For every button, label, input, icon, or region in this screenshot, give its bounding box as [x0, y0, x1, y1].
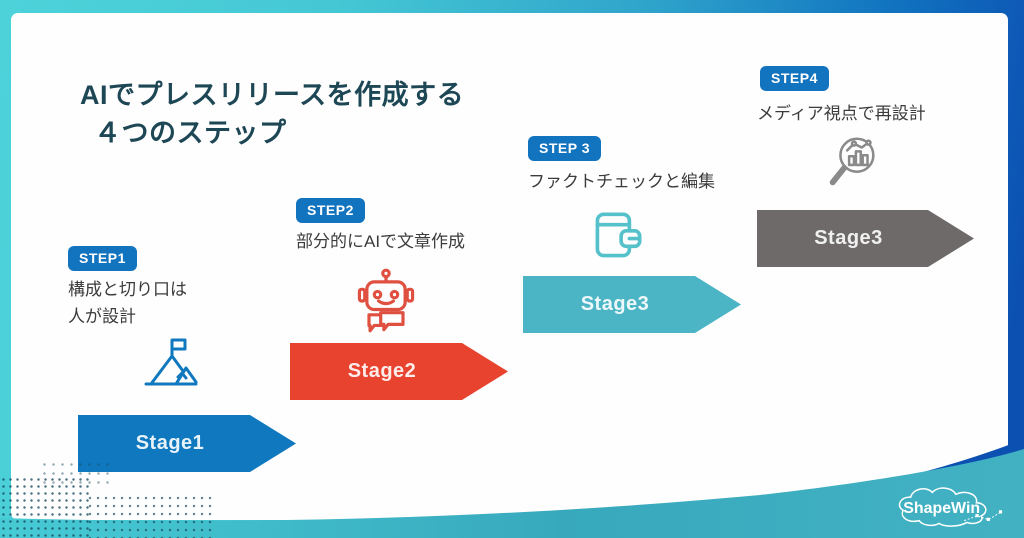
stage1-arrow: Stage1: [78, 415, 296, 472]
logo-text: ShapeWin: [903, 500, 980, 517]
dot-pattern-bottom-left: [0, 476, 92, 538]
page-title: AIでプレスリリースを作成する ４つのステップ: [80, 76, 464, 152]
step2-description-line1: 部分的にAIで文章作成: [296, 232, 466, 251]
step4-description-line1: メディア視点で再設計: [757, 104, 926, 123]
dot-pattern-bottom-left-2: [86, 494, 214, 538]
step3-description: ファクトチェックと編集: [528, 168, 715, 195]
stage4-arrow: Stage3: [757, 210, 974, 267]
step2-badge: STEP2: [296, 198, 365, 223]
dot-pattern-bottom-left-3: [40, 460, 110, 486]
magnifier-chart-icon: [822, 131, 884, 195]
step1-description-line1: 構成と切り口は: [68, 280, 187, 299]
stage4-label: Stage3: [814, 227, 883, 249]
stage3-arrow: Stage3: [523, 276, 741, 333]
stage1-label: Stage1: [135, 432, 205, 454]
stage2-arrow: Stage2: [290, 343, 508, 400]
step2-description: 部分的にAIで文章作成: [296, 228, 465, 255]
title-line-2: ４つのステップ: [94, 118, 287, 148]
step4-description: メディア視点で再設計: [757, 100, 926, 127]
stage2-label: Stage2: [347, 360, 417, 382]
wallet-icon: [584, 206, 650, 266]
step4-badge: STEP4: [760, 66, 829, 91]
step1-description: 構成と切り口は 人が設計: [68, 276, 187, 330]
shapewin-logo: ShapeWin: [898, 487, 1003, 527]
step1-badge: STEP1: [68, 246, 137, 271]
step3-description-line1: ファクトチェックと編集: [528, 172, 715, 191]
bottom-wave-decoration: [0, 439, 1024, 538]
cloud-icon: [898, 487, 987, 527]
step3-badge: STEP 3: [528, 136, 601, 161]
title-line-1: AIでプレスリリースを作成する: [80, 80, 465, 110]
step1-description-line2: 人が設計: [68, 307, 136, 326]
mountain-flag-icon: [138, 333, 202, 397]
logo-network-line: [964, 511, 1002, 522]
stage3-label: Stage3: [580, 293, 650, 315]
robot-icon: [352, 267, 420, 335]
